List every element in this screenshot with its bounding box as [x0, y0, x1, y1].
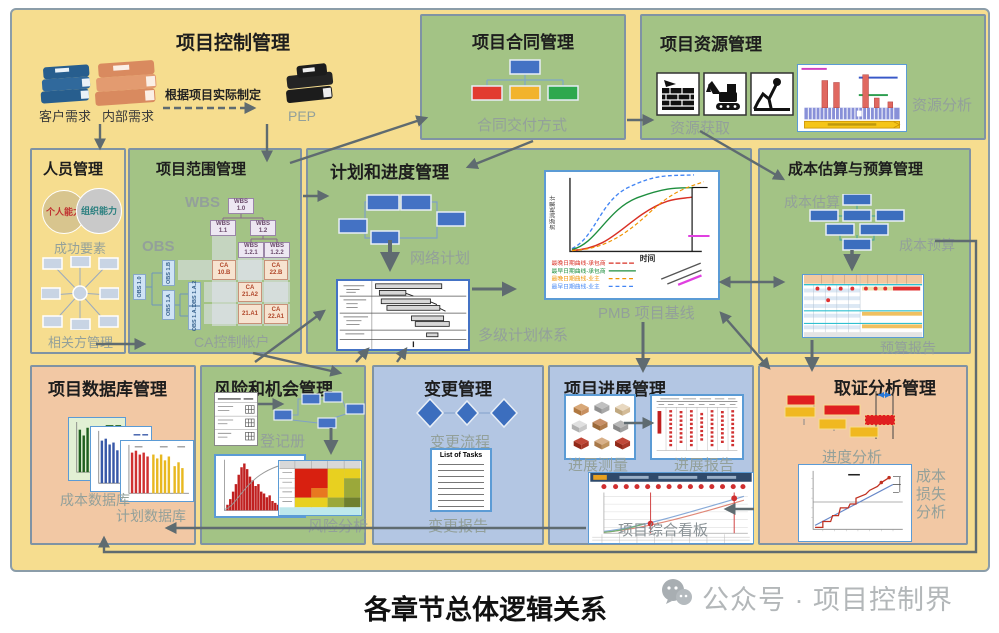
- scope-title: 项目范围管理: [156, 161, 247, 178]
- contract-delivery-label: 合同交付方式: [477, 117, 568, 134]
- wbs-label: WBS: [185, 194, 220, 211]
- database-box: 项目数据库管理 成本数据库 计划数据库: [30, 365, 196, 545]
- internal-books-icon: [95, 60, 157, 106]
- personal-ability-circle: 个人能力: [42, 190, 86, 234]
- budget-table: [802, 274, 924, 338]
- task-list-doc: List of Tasks: [430, 448, 492, 512]
- contract-title: 项目合同管理: [472, 33, 574, 52]
- risk-register-form: [214, 392, 258, 446]
- pmb-legend-entry: 最早日期曲线-业主: [552, 282, 601, 290]
- cost-budget-label: 成本预算: [899, 237, 955, 253]
- derive-label: 根据项目实际制定: [164, 88, 261, 102]
- ca-cell: CA 21.A2: [238, 282, 262, 302]
- personnel-title: 人员管理: [43, 161, 104, 178]
- pep-book-icon: [286, 63, 334, 104]
- progress-report-mini: [650, 394, 744, 460]
- success-label: 成功要素: [54, 241, 107, 256]
- plan-db-label: 计划数据库: [116, 508, 186, 524]
- multilevel-label: 多级计划体系: [478, 327, 569, 344]
- pmb-y-axis-label: 资源消耗累计: [548, 195, 556, 230]
- wbs-node: WBS 1.1: [210, 220, 236, 236]
- excavator-icon: [703, 72, 747, 116]
- wechat-icon: [662, 579, 692, 605]
- pmb-chart: 资源消耗累计 时间 最晚日期曲线-承包商 最早日期曲线-承包商 最晚日期曲线-业…: [544, 170, 720, 300]
- ca-label: CA控制帐户: [194, 334, 270, 350]
- ca-cell: 21.A1: [238, 304, 262, 324]
- change-report-label: 变更报告: [428, 518, 489, 535]
- worker-icon: [750, 72, 794, 116]
- schedule-bars-icon: [784, 391, 896, 439]
- watermark-text: 公众号 · 项目控制界: [702, 585, 953, 615]
- contract-orgchart-icon: [471, 59, 579, 101]
- cost-estimate-label: 成本估算: [784, 194, 840, 210]
- wbs-node: WBS 1.0: [228, 198, 254, 214]
- pmb-legend-entry: 最晚日期曲线-业主: [552, 275, 601, 283]
- obs-node: OBS 1.A.2: [188, 281, 201, 307]
- page-caption: 各章节总体逻辑关系: [364, 595, 607, 625]
- risk-matrix: [278, 460, 362, 516]
- change-box: 变更管理 变更流程 List of Tasks 变更报告: [372, 365, 544, 545]
- change-diamonds-icon: [415, 397, 519, 429]
- customer-books-icon: [40, 64, 91, 104]
- wbs-node: WBS 1.2.1: [238, 242, 264, 258]
- ca-cell: CA 10.B: [212, 260, 236, 280]
- wbs-node: WBS 1.2: [250, 220, 276, 236]
- brick-icon: [656, 72, 700, 116]
- obs-node: OBS 1.A.1: [188, 305, 201, 331]
- resource-acquire-label: 资源获取: [670, 120, 731, 137]
- progress-box: 项目进展管理 进展测量 进展报告: [548, 365, 754, 545]
- ca-cell: CA 22.A1: [264, 304, 288, 324]
- pmb-legend-entry: 最早日期曲线-承包商: [552, 267, 606, 275]
- pmb-legend-entry: 最晚日期曲线-承包商: [552, 259, 606, 267]
- ca-cell: CA 22.B: [264, 260, 288, 280]
- dashboard-label: 项目综合看板: [618, 522, 709, 539]
- wbs-node: WBS 1.2.2: [264, 242, 290, 258]
- network-plan-label: 网络计划: [410, 250, 471, 267]
- scope-box: 项目范围管理 WBS OBS WBS 1.0 WBS 1.1 WBS 1.2 W…: [128, 148, 302, 354]
- pmb-label: PMB 项目基线: [598, 305, 695, 322]
- pep-label: PEP: [288, 108, 317, 124]
- cost-loss-chart: [798, 464, 912, 542]
- evidence-box: 取证分析管理 进度分析 成: [758, 365, 968, 545]
- database-title: 项目数据库管理: [48, 380, 167, 399]
- org-ability-circle: 组织能力: [76, 188, 122, 234]
- contract-box: 项目合同管理 合同交付方式: [420, 14, 626, 140]
- obs-node: OBS 1.0: [133, 274, 146, 300]
- risk-network-icon: [273, 391, 365, 429]
- customer-label: 客户需求: [38, 109, 91, 124]
- budget-report-label: 预算报告: [880, 340, 936, 356]
- cost-loss-label-3: 分析: [916, 504, 947, 521]
- cost-title: 成本估算与预算管理: [788, 161, 924, 178]
- risk-analysis-label: 风险分析: [308, 518, 369, 535]
- resource-histogram: [797, 64, 907, 132]
- db-chart-yellow: [120, 440, 194, 502]
- gantt-mini: [336, 279, 470, 351]
- plan-title: 计划和进度管理: [330, 163, 449, 182]
- plan-box: 计划和进度管理 网络计划: [306, 148, 752, 354]
- personnel-box: 人员管理 个人能力 组织能力 成功要素 相关方管理: [30, 148, 126, 354]
- obs-node: OBS 1.A: [162, 290, 175, 320]
- pmb-x-axis-label: 时间: [640, 253, 656, 263]
- resource-title: 项目资源管理: [660, 35, 762, 54]
- risk-box: 风险和机会管理 登记册: [200, 365, 369, 545]
- register-label: 登记册: [260, 433, 306, 450]
- internal-label: 内部需求: [101, 109, 154, 124]
- task-list-title: List of Tasks: [439, 452, 483, 459]
- main-title: 项目控制管理: [176, 33, 291, 54]
- resource-analysis-label: 资源分析: [912, 97, 973, 114]
- progress-blocks: [564, 394, 636, 460]
- stakeholder-network-icon: [41, 256, 119, 330]
- cost-pyramid-icon: [809, 194, 905, 251]
- resource-box: 项目资源管理 资源获取: [640, 14, 986, 140]
- cost-box: 成本估算与预算管理 成本估算 成本预算: [758, 148, 971, 356]
- network-plan-icon: [338, 194, 466, 245]
- obs-node: OBS 1.B: [162, 260, 175, 286]
- stakeholder-label: 相关方管理: [48, 335, 114, 350]
